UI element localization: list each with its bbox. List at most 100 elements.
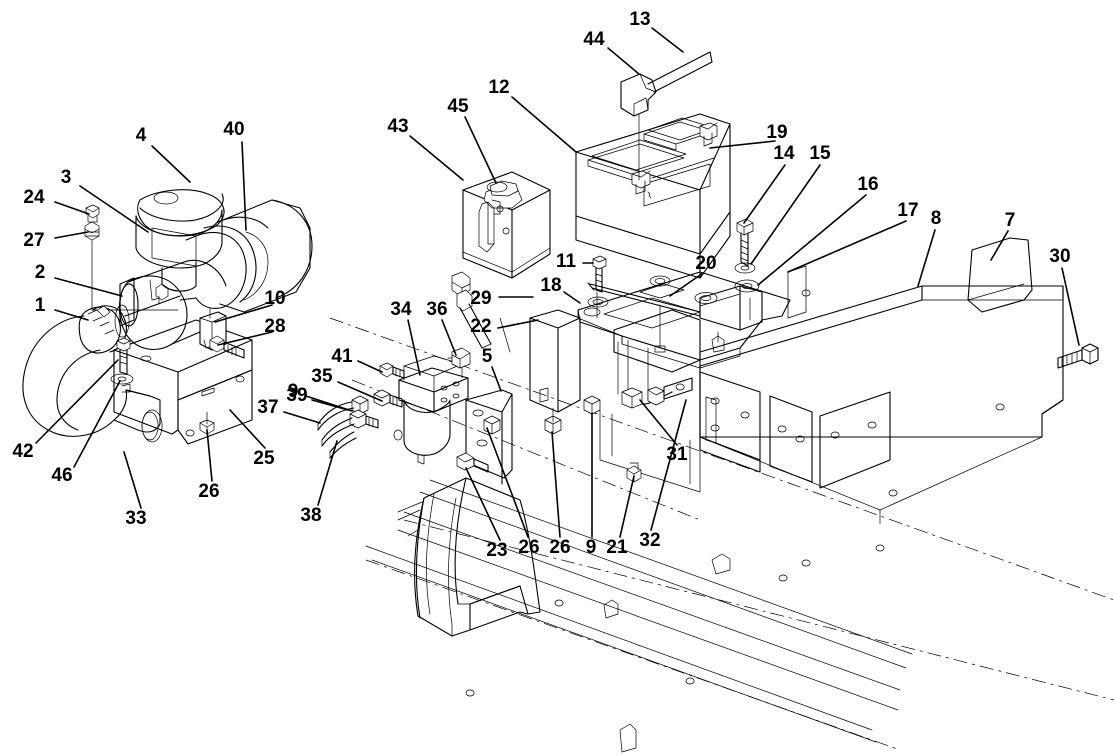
callout-number: 35 bbox=[311, 366, 333, 387]
leader-line bbox=[409, 135, 464, 181]
leader-line bbox=[669, 272, 704, 297]
callout-number: 1 bbox=[35, 295, 46, 316]
callout-2: 2 bbox=[35, 262, 123, 297]
callout-number: 41 bbox=[331, 346, 353, 367]
air-cleaner-assembly bbox=[114, 189, 313, 350]
callout-32: 32 bbox=[639, 399, 687, 551]
battery-cable-and-boot bbox=[620, 51, 713, 117]
callout-number: 8 bbox=[931, 208, 942, 229]
leader-line bbox=[54, 201, 90, 215]
leader-line bbox=[206, 429, 213, 482]
hex-bolt-30 bbox=[1057, 343, 1099, 369]
callout-31: 31 bbox=[639, 399, 688, 465]
fuel-filter-assembly bbox=[393, 355, 469, 465]
callout-number: 36 bbox=[426, 299, 447, 320]
battery-support-bracket bbox=[699, 265, 811, 353]
callout-42: 42 bbox=[12, 359, 119, 462]
leader-line bbox=[551, 431, 561, 538]
leader-line bbox=[491, 366, 502, 392]
callout-number: 29 bbox=[470, 288, 491, 309]
leader-line bbox=[990, 230, 1009, 261]
leader-line bbox=[563, 291, 581, 304]
callout-number: 30 bbox=[1049, 246, 1070, 267]
coolant-expansion-tank bbox=[462, 171, 551, 279]
callout-number: 13 bbox=[629, 9, 650, 30]
callout-9: 9 bbox=[288, 381, 353, 412]
leader-line bbox=[607, 47, 640, 75]
callout-41: 41 bbox=[331, 346, 383, 373]
chassis-frame bbox=[329, 285, 1114, 753]
callout-number: 26 bbox=[549, 537, 570, 558]
callout-20: 20 bbox=[669, 253, 717, 297]
leader-line bbox=[639, 399, 678, 446]
callout-3: 3 bbox=[61, 167, 149, 233]
leader-line bbox=[54, 309, 89, 321]
coolant-hose-assembly bbox=[451, 271, 511, 353]
callout-number: 18 bbox=[540, 275, 561, 296]
callout-21: 21 bbox=[606, 475, 635, 558]
callout-number: 38 bbox=[300, 505, 321, 526]
decal-plate bbox=[967, 237, 1033, 313]
callout-26: 26 bbox=[486, 427, 540, 558]
leader-line bbox=[35, 359, 119, 444]
callout-5: 5 bbox=[482, 346, 502, 392]
leader-line bbox=[217, 331, 273, 346]
callout-number: 44 bbox=[583, 29, 605, 50]
callout-12: 12 bbox=[488, 77, 577, 153]
callout-number: 22 bbox=[470, 316, 491, 337]
callout-7: 7 bbox=[990, 210, 1016, 261]
callout-number: 20 bbox=[695, 253, 716, 274]
callout-26: 26 bbox=[198, 429, 220, 502]
callout-number: 27 bbox=[23, 230, 44, 251]
callout-44: 44 bbox=[583, 29, 640, 75]
callout-number: 43 bbox=[387, 116, 408, 137]
callout-number: 7 bbox=[1005, 210, 1016, 231]
callout-number: 25 bbox=[253, 448, 275, 469]
battery bbox=[575, 95, 731, 279]
callout-23: 23 bbox=[465, 467, 508, 561]
air-cleaner-mount-plate bbox=[113, 307, 253, 445]
callout-number: 21 bbox=[606, 537, 628, 558]
callout-number: 31 bbox=[666, 444, 688, 465]
callout-number: 33 bbox=[125, 508, 146, 529]
leader-line bbox=[283, 411, 321, 424]
leader-line bbox=[54, 277, 123, 297]
leader-line bbox=[441, 319, 457, 356]
leader-line bbox=[73, 380, 121, 468]
callout-40: 40 bbox=[223, 119, 247, 231]
callout-number: 10 bbox=[264, 288, 285, 309]
leader-line bbox=[619, 475, 635, 538]
callout-number: 39 bbox=[286, 385, 307, 406]
callout-number: 5 bbox=[482, 346, 493, 367]
callout-33: 33 bbox=[123, 451, 147, 529]
callout-4: 4 bbox=[136, 125, 191, 183]
callout-13: 13 bbox=[629, 9, 684, 53]
callout-number: 26 bbox=[198, 481, 219, 502]
battery-bolt-hardware bbox=[734, 218, 760, 293]
leader-line bbox=[464, 116, 497, 184]
callout-number: 14 bbox=[773, 143, 795, 164]
callout-28: 28 bbox=[217, 316, 286, 346]
leader-line bbox=[214, 304, 273, 323]
leader-line bbox=[1061, 267, 1080, 346]
callout-29: 29 bbox=[470, 288, 534, 309]
leader-line bbox=[79, 185, 149, 233]
callout-9: 9 bbox=[586, 412, 596, 558]
leader-line bbox=[757, 194, 867, 286]
leader-line bbox=[317, 440, 338, 506]
callout-8: 8 bbox=[917, 208, 942, 287]
lower-hardware bbox=[621, 377, 693, 483]
intake-hose-assembly bbox=[22, 305, 163, 443]
bolt-11 bbox=[583, 255, 607, 319]
callout-number: 46 bbox=[51, 465, 72, 486]
callout-17: 17 bbox=[787, 200, 919, 273]
callout-number: 12 bbox=[488, 77, 509, 98]
callout-38: 38 bbox=[300, 440, 338, 526]
callout-19: 19 bbox=[709, 122, 788, 149]
callout-36: 36 bbox=[426, 299, 457, 356]
leader-line bbox=[787, 220, 907, 273]
leader-line bbox=[497, 319, 539, 329]
callout-number: 34 bbox=[390, 299, 412, 320]
leader-line bbox=[241, 141, 247, 231]
